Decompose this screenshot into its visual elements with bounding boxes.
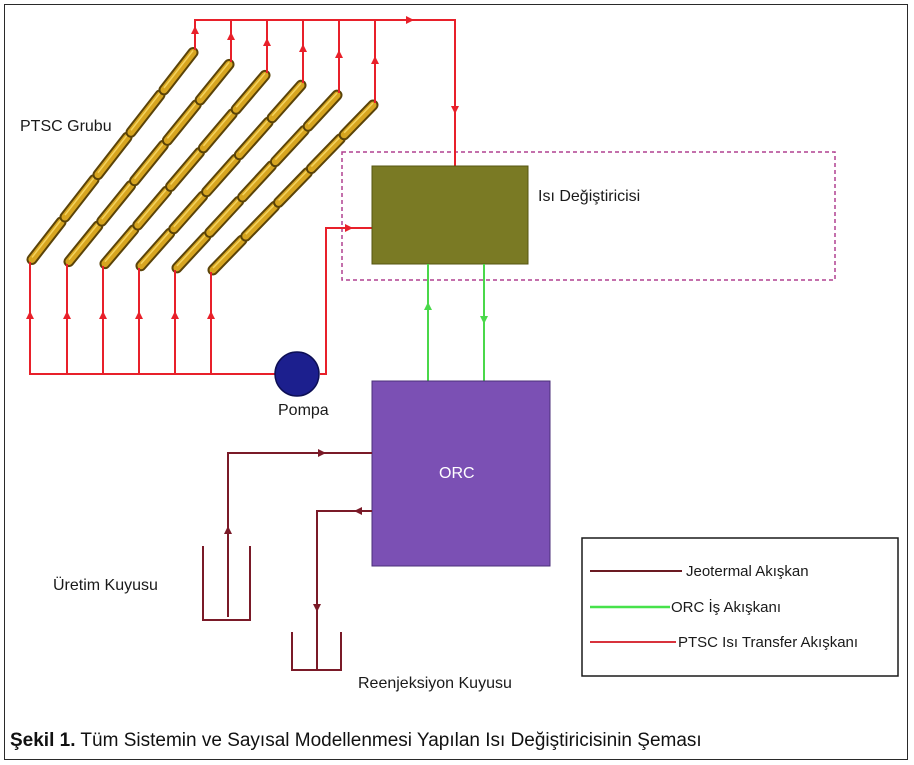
parabolic-trough-collector-fill xyxy=(206,197,243,236)
parabolic-trough-collector-highlight xyxy=(176,234,207,267)
figure-number: Şekil 1. xyxy=(10,730,76,751)
orc-loop xyxy=(427,264,485,381)
parabolic-trough-collector-highlight xyxy=(274,128,305,161)
parabolic-trough-collector-fill xyxy=(275,169,311,206)
parabolic-trough-collector-fill xyxy=(173,233,210,272)
pump-label: Pompa xyxy=(278,402,329,419)
parabolic-trough-collector-highlight xyxy=(133,142,165,180)
parabolic-trough-collector-highlight xyxy=(97,134,128,174)
parabolic-trough-collector-fill xyxy=(28,218,65,263)
parabolic-trough-collector-fill xyxy=(137,229,174,270)
reinjection-well-well-u-shape-icon xyxy=(291,632,342,671)
parabolic-trough-collector-highlight xyxy=(130,92,161,131)
parabolic-trough-collector-highlight xyxy=(206,156,236,191)
ptsc-bottom-arrows xyxy=(26,224,353,319)
parabolic-trough-collector-highlight xyxy=(137,188,168,224)
parabolic-trough-collector-fill xyxy=(199,110,236,152)
parabolic-trough-collector-fill xyxy=(65,222,102,266)
reinjection-well-label: Reenjeksiyon Kuyusu xyxy=(358,675,512,692)
production-well-well-u-shape-icon xyxy=(202,546,251,621)
parabolic-trough-collector-fill xyxy=(242,202,279,240)
parabolic-trough-collector-fill xyxy=(209,236,246,274)
parabolic-trough-collector-highlight xyxy=(235,72,266,108)
heat-exchanger xyxy=(371,165,529,265)
ptsc-group-label: PTSC Grubu xyxy=(20,118,112,135)
parabolic-trough-collector-fill xyxy=(170,192,207,233)
parabolic-trough-collector-highlight xyxy=(31,219,62,258)
parabolic-trough-collector-fill xyxy=(304,91,341,130)
parabolic-trough-collector-highlight xyxy=(278,170,308,201)
ptsc-top-header xyxy=(194,19,456,168)
parabolic-trough-collector-highlight xyxy=(212,237,243,269)
figure-caption-text: Tüm Sistemin ve Sayısal Modellenmesi Yap… xyxy=(75,730,702,751)
parabolic-trough-collector-fill xyxy=(307,135,344,173)
parabolic-trough-collector-fill xyxy=(271,127,308,166)
parabolic-trough-collector-highlight xyxy=(271,82,302,117)
parabolic-trough-collector-fill xyxy=(196,60,233,104)
parabolic-trough-collector-highlight xyxy=(202,111,233,147)
parabolic-trough-collector-fill xyxy=(160,49,197,94)
parabolic-trough-collector-highlight xyxy=(343,102,374,134)
parabolic-trough-collector-highlight xyxy=(245,203,276,235)
parabolic-trough-collector-fill xyxy=(61,176,98,221)
parabolic-trough-collector-fill xyxy=(235,118,272,159)
parabolic-trough-collector-highlight xyxy=(140,230,171,265)
parabolic-trough-collector-fill xyxy=(232,71,269,113)
parabolic-trough-collector-fill xyxy=(163,101,200,144)
parabolic-trough-collector-fill xyxy=(94,133,131,179)
parabolic-trough-collector-highlight xyxy=(209,198,240,231)
parabolic-trough-collector-highlight xyxy=(307,92,338,125)
parabolic-trough-collector-highlight xyxy=(238,119,269,154)
parabolic-trough-collector-fill xyxy=(131,141,167,185)
parabolic-trough-collector-highlight xyxy=(199,61,230,99)
parabolic-trough-collector-fill xyxy=(134,187,171,229)
parabolic-trough-collector-highlight xyxy=(104,227,135,263)
parabolic-trough-collector-highlight xyxy=(64,177,95,216)
parabolic-trough-collector-fill xyxy=(101,226,138,268)
parabolic-trough-collector-fill xyxy=(127,91,164,136)
parabolic-trough-collector-highlight xyxy=(173,193,204,228)
parabolic-trough-collector-highlight xyxy=(101,183,132,220)
orc-loop-arrows xyxy=(424,302,488,324)
parabolic-trough-collector-fill xyxy=(98,182,135,225)
heat-exchanger-label: Isı Değiştiricisi xyxy=(538,188,640,205)
legend-label-orc: ORC İş Akışkanı xyxy=(671,598,781,616)
parabolic-trough-collector-fill xyxy=(167,149,203,190)
parabolic-trough-collector-highlight xyxy=(169,150,201,185)
ptsc-collector-field xyxy=(26,47,379,276)
parabolic-trough-collector-highlight xyxy=(310,136,341,168)
parabolic-trough-collector-fill xyxy=(340,101,377,139)
geothermal-arrows xyxy=(224,449,362,612)
orc-unit xyxy=(371,380,551,567)
parabolic-trough-collector-fill xyxy=(203,155,239,196)
legend-label-geothermal: Jeotermal Akışkan xyxy=(686,563,809,580)
parabolic-trough-collector-fill xyxy=(239,162,275,201)
heat-exchanger-boundary xyxy=(341,151,836,281)
parabolic-trough-collector-highlight xyxy=(166,102,197,139)
ptsc-bottom-header xyxy=(29,227,372,375)
production-well-label: Üretim Kuyusu xyxy=(53,576,158,594)
parabolic-trough-collector-highlight xyxy=(242,163,272,196)
pump-circle-icon xyxy=(274,351,320,397)
legend-label-ptsc: PTSC Isı Transfer Akışkanı xyxy=(678,634,858,651)
orc-label: ORC xyxy=(439,465,475,482)
parabolic-trough-collector-highlight xyxy=(68,223,99,261)
figure-caption: Şekil 1. Tüm Sistemin ve Sayısal Modelle… xyxy=(10,730,702,752)
ptsc-top-arrows xyxy=(191,16,459,114)
parabolic-trough-collector-highlight xyxy=(163,50,194,89)
legend: Jeotermal Akışkan ORC İş Akışkanı PTSC I… xyxy=(581,537,899,677)
parabolic-trough-collector-fill xyxy=(268,81,305,122)
